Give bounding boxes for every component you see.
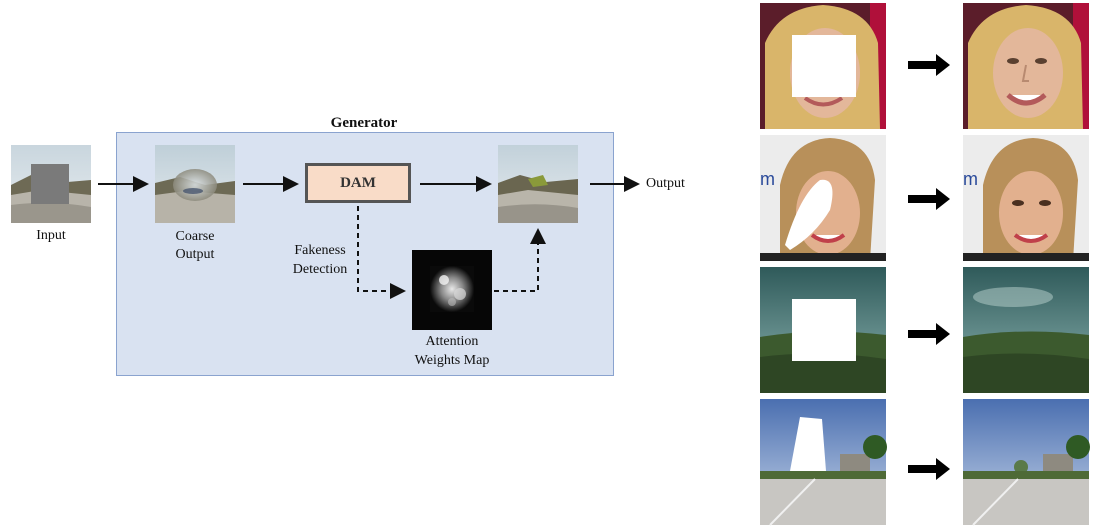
example-4-output (963, 399, 1090, 526)
arrow-example-2 (908, 188, 950, 210)
attention-label-line1: Attention (425, 334, 479, 349)
coarse-output-label-line1: Coarse (175, 229, 215, 244)
input-label: Input (36, 228, 66, 243)
coarse-output-label-line2: Output (175, 247, 215, 262)
attention-label-line2: Weights Map (414, 353, 490, 368)
refined-output-image (498, 145, 578, 223)
example-1-input (760, 3, 886, 129)
arrow-example-1 (908, 54, 950, 76)
example-1-output (963, 3, 1089, 129)
dashed-arrow-attention-to-output (494, 228, 546, 292)
arrow-example-3 (908, 323, 950, 345)
example-2-input: m (760, 135, 886, 261)
fakeness-label-line1: Fakeness (294, 243, 346, 258)
svg-text:m: m (963, 169, 978, 189)
arrow-example-4 (908, 458, 950, 480)
svg-text:m: m (760, 169, 775, 189)
example-3-input (760, 267, 886, 393)
dam-label: DAM (340, 174, 376, 191)
example-4-input (760, 399, 887, 526)
coarse-output-image (155, 145, 235, 223)
dashed-arrow-dam-to-attention (357, 206, 406, 299)
output-label: Output (646, 176, 685, 191)
dam-box: DAM (305, 163, 411, 203)
generator-title: Generator (330, 115, 398, 131)
input-image (11, 145, 91, 223)
fakeness-label-line2: Detection (292, 262, 348, 277)
example-3-output (963, 267, 1089, 393)
attention-map-image (412, 250, 492, 330)
example-2-output: m (963, 135, 1089, 261)
